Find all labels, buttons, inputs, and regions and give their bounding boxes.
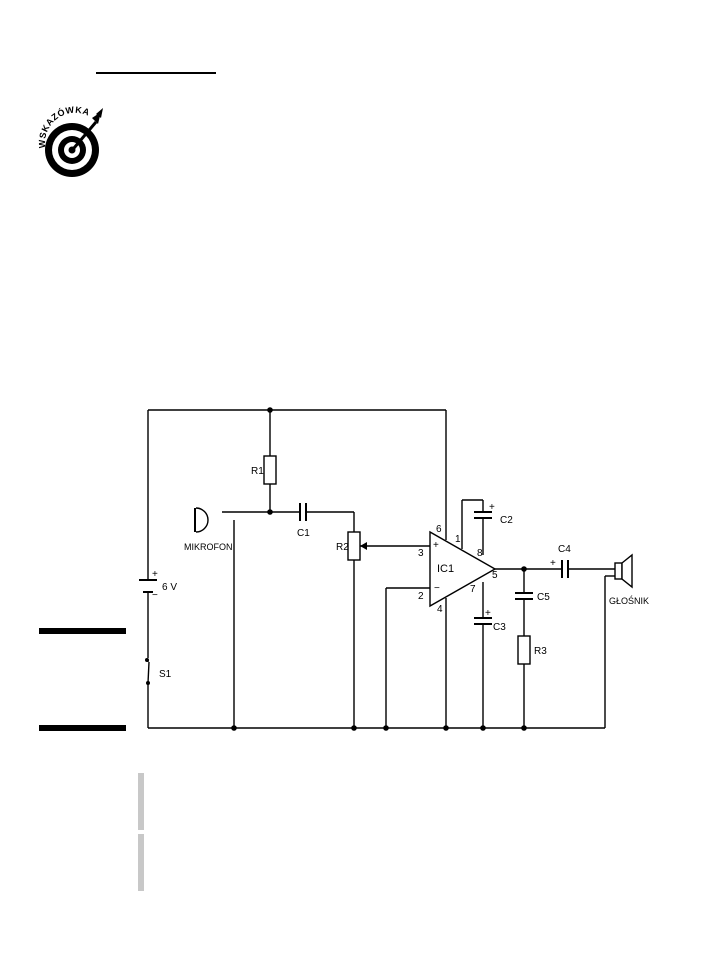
battery-minus: −: [152, 590, 158, 601]
sidebar-bar-2: [138, 834, 144, 891]
label-r2: R2: [336, 542, 349, 553]
sidebar-bar-1: [138, 773, 144, 830]
margin-bar-top: [39, 628, 126, 634]
header-rule: [96, 72, 216, 74]
label-c1: C1: [297, 528, 310, 539]
label-c2: C2: [500, 515, 513, 526]
label-r1: R1: [251, 466, 264, 477]
pin-6: 6: [436, 524, 442, 535]
label-microphone: MIKROFON: [184, 542, 233, 552]
pin-7: 7: [470, 584, 476, 595]
c2-plus: +: [489, 502, 495, 513]
label-c4: C4: [558, 544, 571, 555]
label-ic1: IC1: [437, 563, 454, 575]
pin-4: 4: [437, 604, 443, 615]
label-speaker: GŁOŚNIK: [609, 595, 649, 606]
c4-plus: +: [550, 558, 556, 569]
battery-plus: +: [152, 569, 158, 580]
pin-8: 8: [477, 548, 483, 559]
label-battery: 6 V: [162, 582, 177, 593]
pin-3: 3: [418, 548, 424, 559]
pin-2: 2: [418, 591, 424, 602]
label-c5: C5: [537, 592, 550, 603]
c3-plus: +: [485, 608, 491, 619]
margin-bar-bottom: [39, 725, 126, 731]
pin-1: 1: [455, 534, 461, 545]
ic-plus: +: [433, 540, 439, 551]
label-c3: C3: [493, 622, 506, 633]
pin-5: 5: [492, 570, 498, 581]
label-r3: R3: [534, 646, 547, 657]
label-s1: S1: [159, 669, 172, 680]
ic-minus: −: [434, 583, 440, 594]
target-icon: WSKAZÓWKA: [37, 105, 103, 177]
